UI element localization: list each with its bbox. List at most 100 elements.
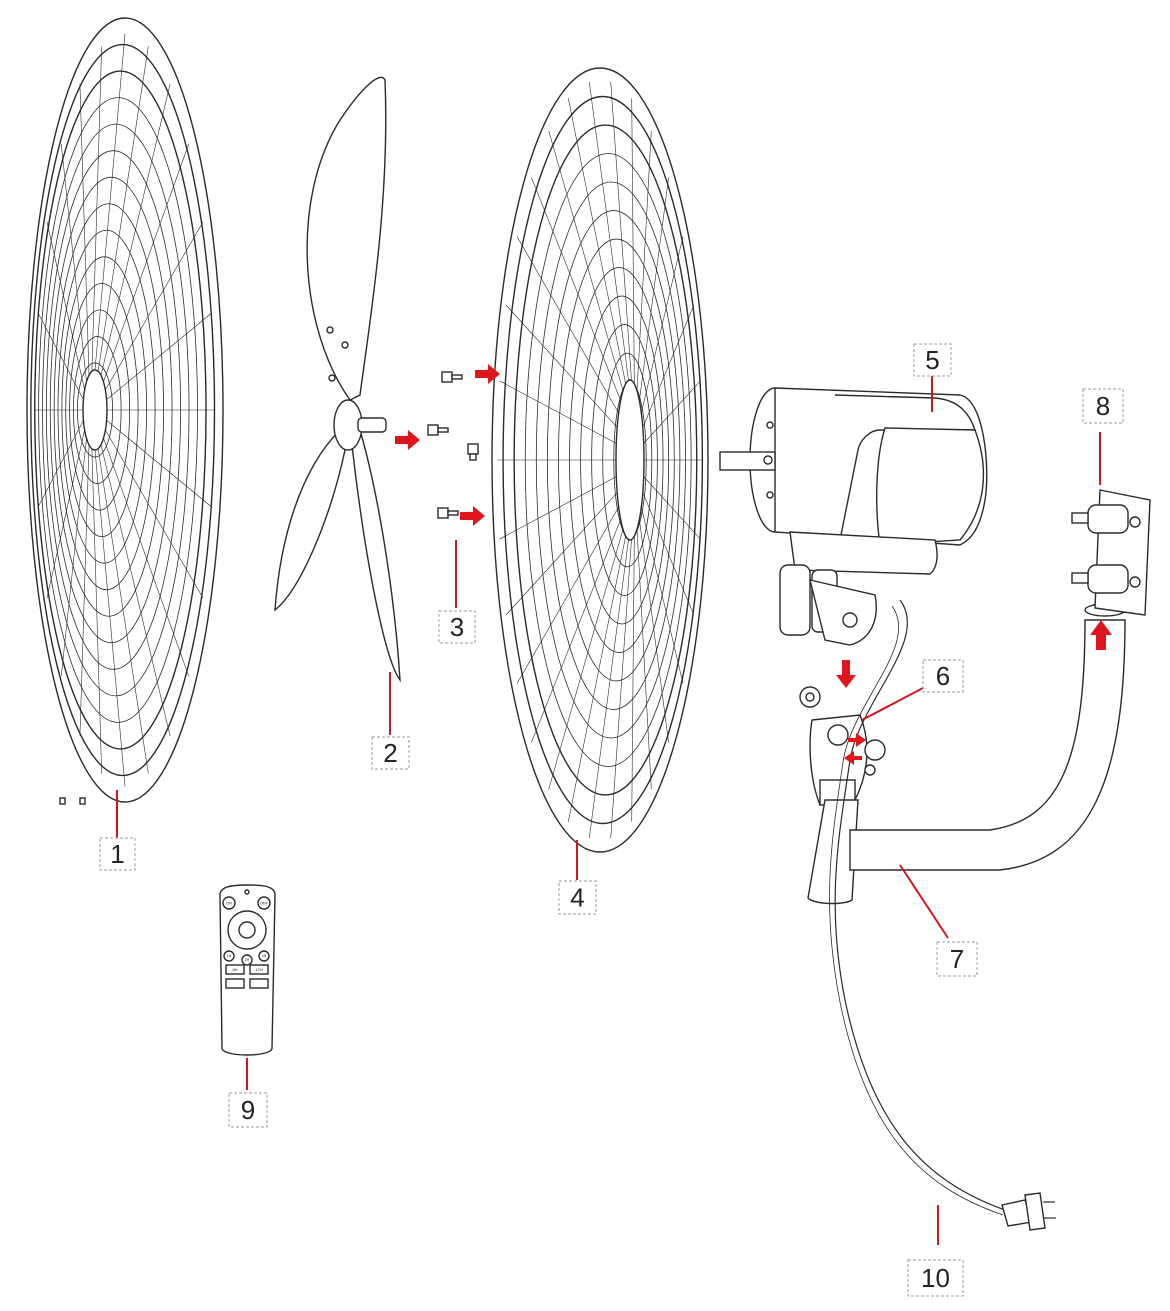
callout-9-label: 9 — [241, 1095, 255, 1125]
remote-mode-button — [249, 978, 269, 989]
rear-grill — [491, 67, 709, 853]
callout-5-label: 5 — [925, 345, 939, 375]
callout-8-label: 8 — [1096, 391, 1110, 421]
front-grill-spoke — [60, 438, 87, 677]
arrow-down-icon — [836, 660, 856, 688]
rear-grill-spoke — [631, 98, 635, 384]
rear-grill-spoke — [548, 529, 624, 790]
callout-4-label: 4 — [570, 883, 584, 913]
arrow-right-icon — [395, 430, 420, 450]
remote-on-label: ON — [226, 901, 232, 906]
rear-grill-spoke — [506, 305, 618, 428]
front-grill-spoke — [60, 143, 87, 382]
rear-grill-spoke — [639, 177, 669, 401]
arrow-left-icon — [844, 751, 862, 765]
front-grill-spoke — [106, 420, 213, 508]
front-grill-spoke — [37, 420, 84, 508]
remote-4h-button — [258, 950, 270, 962]
rear-grill-spoke — [499, 380, 617, 444]
rear-grill-spoke — [636, 130, 652, 391]
rear-grill-spoke — [643, 476, 701, 540]
rear-grill-spoke — [641, 506, 684, 684]
front-grill-hub — [82, 369, 108, 451]
front-grill-spoke — [91, 46, 102, 372]
remote-on-button — [222, 896, 236, 910]
front-grill-screw-icon — [79, 797, 86, 805]
remote-4h-label: 4H — [262, 954, 267, 958]
front-grill-spoke — [103, 143, 190, 382]
front-grill-screw-icon — [59, 797, 66, 805]
front-grill-spoke — [79, 444, 90, 736]
callout-5: 5 — [913, 343, 952, 377]
remote-12h-label: 12H — [255, 967, 262, 972]
rear-grill-spoke — [531, 177, 621, 401]
arm — [807, 603, 1126, 905]
callout-10: 10 — [907, 1259, 964, 1297]
remote-8h-label: 8H — [232, 967, 237, 972]
rear-grill-spoke — [642, 305, 695, 428]
knob-icon — [864, 739, 886, 761]
rear-grill-spoke — [642, 492, 695, 615]
screw-icon — [441, 371, 463, 383]
arrow-up-icon — [1090, 620, 1112, 650]
front-grill-spoke — [94, 33, 126, 371]
front-grill-spoke — [91, 448, 102, 774]
front-grill-spoke — [97, 46, 149, 372]
rear-grill-spoke — [516, 236, 619, 414]
screw-icon — [437, 507, 459, 519]
wall-mount — [1071, 489, 1151, 616]
arrow-right-icon — [460, 506, 485, 526]
front-grill-spoke — [100, 444, 171, 736]
assembly-arrows — [395, 364, 1112, 765]
leader-lines — [116, 370, 1101, 1245]
callout-3-label: 3 — [450, 612, 464, 642]
rear-grill-spoke — [506, 492, 618, 615]
rear-grill-spoke — [610, 539, 632, 839]
remote-2h-button — [241, 954, 253, 966]
callout-9: 9 — [228, 1092, 268, 1128]
motor-shaft — [719, 451, 776, 471]
front-grill-spoke — [46, 429, 85, 599]
rear-grill-spoke — [548, 130, 624, 391]
rear-grill-spoke — [631, 536, 635, 822]
remote-swing-button — [225, 978, 245, 989]
front-grill-spoke — [46, 221, 85, 391]
arrow-right-icon — [475, 364, 500, 384]
remote-12h-button — [249, 964, 269, 975]
rear-grill-spoke — [516, 506, 619, 684]
front-grill-spoke — [94, 449, 126, 787]
rear-grill-spoke — [610, 81, 632, 381]
callout-6-label: 6 — [936, 661, 950, 691]
front-grill-spoke — [105, 429, 204, 599]
remote-control: ON OFF 1H 2H 4H 8H 12H — [219, 884, 276, 1056]
rear-grill-hub — [615, 379, 645, 541]
front-grill — [26, 17, 224, 805]
remote-8h-button — [225, 964, 245, 975]
blade-shaft — [357, 417, 387, 433]
front-grill-spoke — [103, 438, 190, 677]
rear-grill-spoke — [568, 536, 626, 822]
screw-icon — [467, 443, 479, 461]
front-grill-spoke — [37, 312, 84, 400]
rear-grill-spoke — [588, 539, 629, 839]
rear-grill-spoke — [641, 236, 684, 414]
rear-grill-spoke — [639, 519, 669, 743]
remote-1h-button — [223, 950, 235, 962]
screws — [427, 371, 479, 519]
callout-3: 3 — [438, 610, 476, 644]
front-grill-spoke — [97, 448, 149, 774]
callout-1: 1 — [99, 837, 136, 871]
front-grill-spoke — [105, 221, 204, 391]
callout-2: 2 — [371, 736, 410, 770]
callout-1-label: 1 — [110, 839, 124, 869]
rear-grill-spoke — [568, 98, 626, 384]
rear-grill-spoke — [643, 380, 701, 444]
power-cord — [829, 599, 1056, 1231]
motor — [719, 387, 988, 646]
rear-grill-spoke — [499, 476, 617, 540]
callout-6: 6 — [922, 659, 964, 693]
screw-icon — [427, 424, 449, 436]
remote-off-button — [257, 896, 271, 910]
rear-grill-spoke — [588, 81, 629, 381]
